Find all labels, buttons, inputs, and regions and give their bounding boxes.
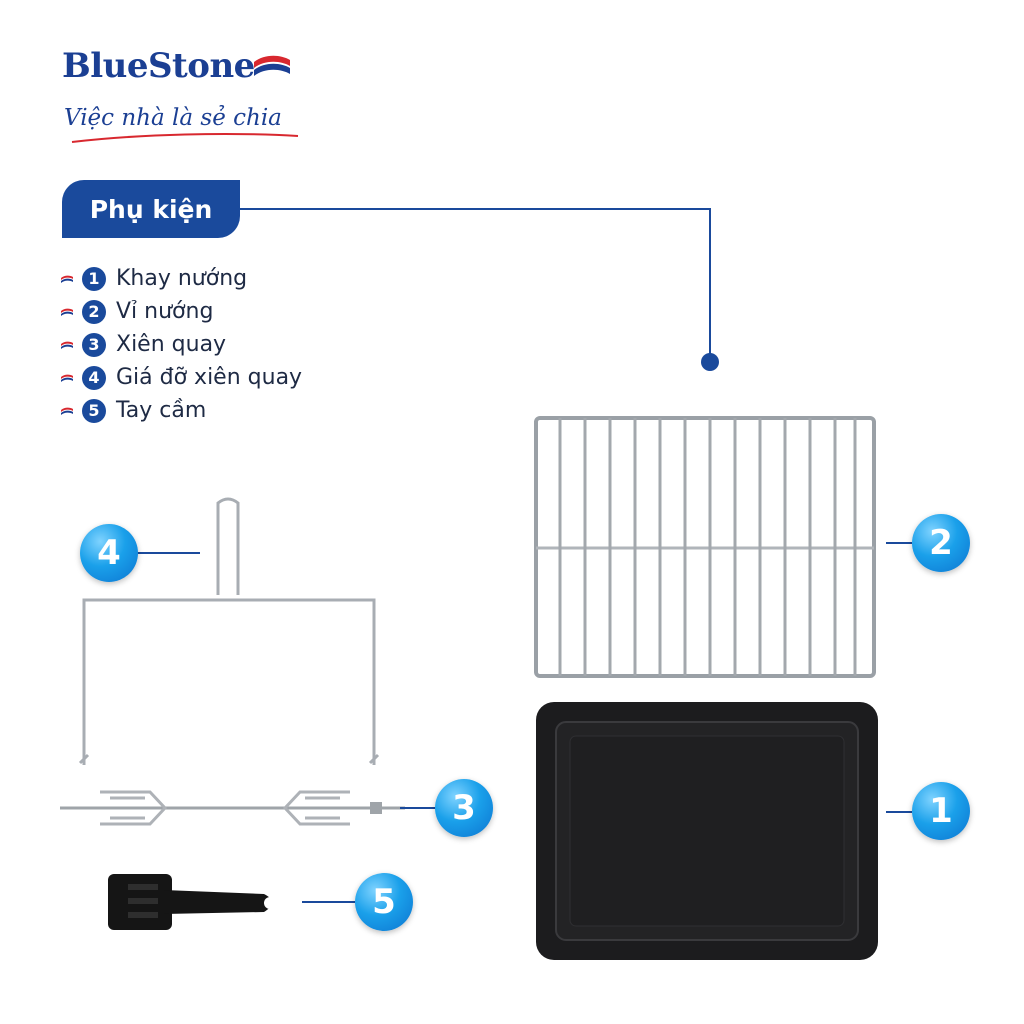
list-number: 5 xyxy=(82,398,106,423)
brand-wave-icon xyxy=(61,308,73,316)
rotisserie-spit-image xyxy=(60,790,405,826)
tray-handle-image xyxy=(108,874,276,930)
wire-rack-image xyxy=(534,416,876,678)
callout-rack: 2 xyxy=(912,514,970,572)
tagline-underline xyxy=(71,133,299,143)
list-label: Khay nướng xyxy=(116,266,248,291)
list-label: Giá đỡ xiên quay xyxy=(116,365,303,390)
baking-tray-image xyxy=(536,702,878,960)
list-number: 2 xyxy=(82,299,106,324)
list-label: Xiên quay xyxy=(116,332,227,357)
list-label: Vỉ nướng xyxy=(116,299,214,324)
accessory-list: 1 Khay nướng 2 Vỉ nướng 3 Xiên quay 4 Gi… xyxy=(60,262,302,427)
list-label: Tay cầm xyxy=(116,398,207,423)
spit-holder-image xyxy=(78,497,380,765)
brand-wave-icon xyxy=(61,341,73,349)
brand-wave-icon xyxy=(61,407,73,415)
list-item: 1 Khay nướng xyxy=(60,262,302,295)
list-item: 5 Tay cầm xyxy=(60,394,302,427)
section-badge: Phụ kiện xyxy=(62,180,240,238)
brand-wave-icon xyxy=(61,275,73,283)
list-number: 4 xyxy=(82,365,106,390)
list-number: 3 xyxy=(82,332,106,357)
brand-wave-icon xyxy=(61,374,73,382)
callout-spit-holder: 4 xyxy=(80,524,138,582)
brand-logo-text: BlueStone xyxy=(62,46,255,86)
list-number: 1 xyxy=(82,266,106,291)
callout-spit: 3 xyxy=(435,779,493,837)
callout-handle: 5 xyxy=(355,873,413,931)
brand-tagline: Việc nhà là sẻ chia xyxy=(64,105,282,131)
callout-tray: 1 xyxy=(912,782,970,840)
list-item: 3 Xiên quay xyxy=(60,328,302,361)
bluestone-wave-logo-icon xyxy=(254,55,290,76)
list-item: 4 Giá đỡ xiên quay xyxy=(60,361,302,394)
list-item: 2 Vỉ nướng xyxy=(60,295,302,328)
